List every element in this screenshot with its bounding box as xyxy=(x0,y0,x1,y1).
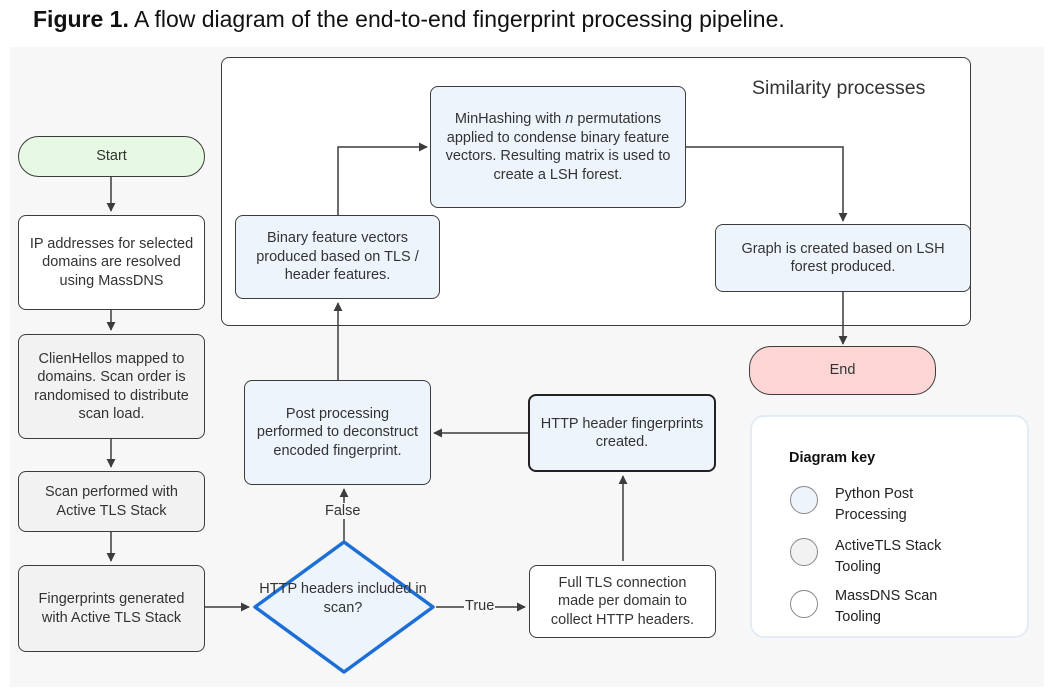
full-tls-connection-node: Full TLS connection made per domain to c… xyxy=(529,565,716,638)
binary-feature-vectors-node: Binary feature vectors produced based on… xyxy=(235,215,440,299)
figure-number: Figure 1. xyxy=(33,6,129,32)
key-swatch-activetls-stack-tooling xyxy=(790,538,818,566)
similarity-processes-title: Similarity processes xyxy=(752,77,926,99)
false-edge-label: False xyxy=(324,503,362,519)
decision-diamond xyxy=(253,540,435,674)
end-node: End xyxy=(749,346,936,395)
start-node: Start xyxy=(18,136,205,177)
fingerprints-generated-node: Fingerprints generated with Active TLS S… xyxy=(18,565,205,652)
post-processing-node: Post processing performed to deconstruct… xyxy=(244,380,431,485)
figure-title: A flow diagram of the end-to-end fingerp… xyxy=(128,6,785,32)
arrow-binary-to-minhash xyxy=(337,142,428,215)
minhashing-n-variable: n xyxy=(565,111,574,127)
key-label-activetls-stack-tooling: ActiveTLS Stack Tooling xyxy=(835,538,942,575)
minhashing-label: MinHashing with n permutations applied t… xyxy=(445,111,671,183)
key-swatch-massdns-scan-tooling xyxy=(790,590,818,618)
diagram-key-title: Diagram key xyxy=(789,450,876,466)
true-edge-label: True xyxy=(464,598,496,614)
ip-resolution-node: IP addresses for selected domains are re… xyxy=(18,215,205,310)
key-swatch-python-post-processing xyxy=(790,486,818,514)
figure-caption: Figure 1. A flow diagram of the end-to-e… xyxy=(33,6,785,33)
key-label-python-post-processing: Python Post Processing xyxy=(835,486,914,523)
graph-creation-node: Graph is created based on LSH forest pro… xyxy=(715,224,971,292)
arrow-minhash-to-graph xyxy=(686,146,848,222)
clienthellos-mapping-node: ClienHellos mapped to domains. Scan orde… xyxy=(18,334,205,439)
minhashing-node: MinHashing with n permutations applied t… xyxy=(430,86,686,208)
key-label-massdns-scan-tooling: MassDNS Scan Tooling xyxy=(835,588,938,625)
decision-label: HTTP headers included in scan? xyxy=(259,581,427,616)
active-tls-scan-node: Scan performed with Active TLS Stack xyxy=(18,471,205,532)
http-header-fingerprints-node: HTTP header fingerprints created. xyxy=(528,394,716,472)
